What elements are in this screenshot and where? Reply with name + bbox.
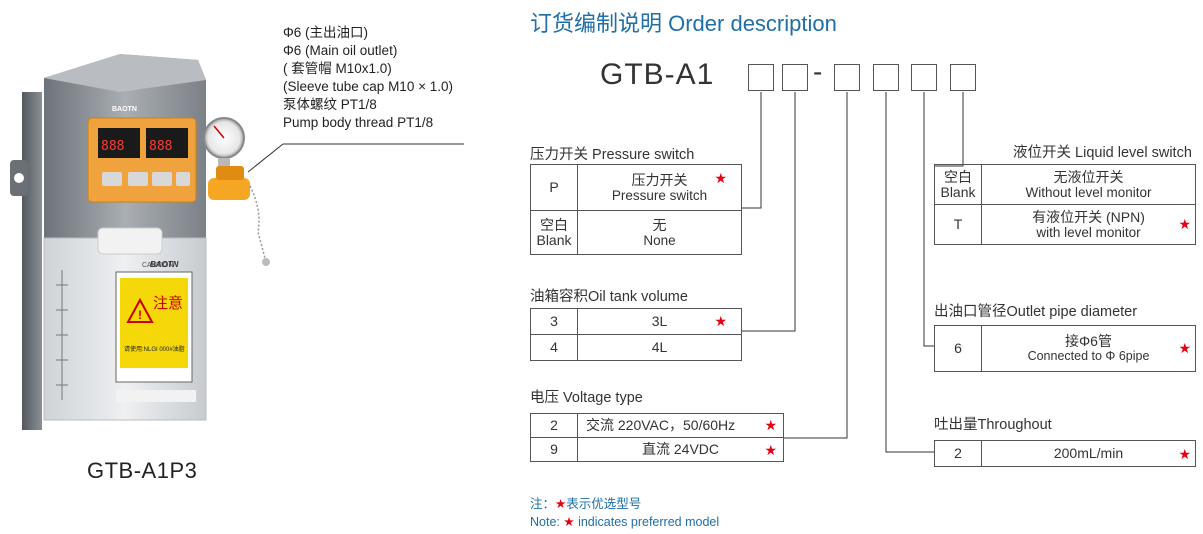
- option-code: 4: [530, 334, 578, 361]
- level-section-title: 液位开关 Liquid level switch: [1013, 145, 1192, 161]
- callout-line-1: Φ6 (主出油口): [283, 25, 369, 40]
- callout-line-5: 泵体螺纹 PT1/8: [283, 97, 377, 112]
- preferred-star: ★: [1178, 216, 1191, 232]
- note-star-icon: ★: [563, 515, 575, 529]
- option-code-cn: 空白: [540, 216, 568, 233]
- note-cn-text: 表示优选型号: [566, 497, 642, 511]
- code-box-level: [950, 64, 976, 91]
- note-cn-prefix: 注：: [530, 497, 556, 511]
- option-value: 200mL/min: [1053, 445, 1124, 461]
- code-dash: -: [813, 56, 823, 87]
- outlet-table: 6 接Φ6管 Connected to Φ 6pipe ★: [934, 325, 1196, 372]
- grease-label: 请使用:NLGI 000#油脂: [124, 347, 185, 353]
- outlet-section-title: 出油口管径Outlet pipe diameter: [934, 304, 1138, 320]
- code-box-tank: [782, 64, 808, 91]
- option-value: 交流 220VAC，50/60Hz: [586, 417, 736, 433]
- callout-line-3: ( 套管帽 M10x1.0): [283, 61, 392, 76]
- level-table: 空白 Blank 无液位开关 Without level monitor T 有…: [934, 164, 1196, 245]
- pressure-table: P 压力开关 Pressure switch ★ 空白 Blank 无 None: [530, 164, 742, 255]
- callout-line-4: (Sleeve tube cap M10 × 1.0): [283, 79, 453, 94]
- option-cn: 无液位开关: [1053, 168, 1124, 185]
- table-row: 6 接Φ6管 Connected to Φ 6pipe ★: [934, 325, 1196, 372]
- option-code: 2: [530, 413, 578, 438]
- option-value: 直流 24VDC: [641, 441, 720, 457]
- tank-section-title: 油箱容积Oil tank volume: [530, 289, 688, 305]
- tank-table: 3 3L ★ 4 4L: [530, 308, 742, 361]
- option-en: None: [643, 232, 676, 248]
- option-cn: 有液位开关 (NPN): [1032, 208, 1145, 225]
- preferred-star: ★: [714, 170, 727, 186]
- note-en-prefix: Note:: [530, 515, 560, 529]
- option-code: P: [530, 164, 578, 211]
- note-en: Note: ★ indicates preferred model: [530, 514, 719, 529]
- table-row: 空白 Blank 无液位开关 Without level monitor: [934, 164, 1196, 205]
- note-star-icon: ★: [555, 497, 567, 511]
- svg-text:BAOTN: BAOTN: [112, 106, 137, 113]
- option-value: 4L: [577, 334, 742, 361]
- option-code: 2: [934, 440, 982, 467]
- table-row: 4 4L: [530, 334, 742, 361]
- option-en: Pressure switch: [611, 187, 708, 203]
- note-en-text: indicates preferred model: [578, 515, 720, 529]
- product-model-label: GTB-A1P3: [87, 458, 198, 483]
- table-row: P 压力开关 Pressure switch ★: [530, 164, 742, 211]
- callout-line-2: Φ6 (Main oil outlet): [283, 43, 398, 58]
- option-code-en: Blank: [536, 231, 572, 248]
- code-box-throughput: [873, 64, 899, 91]
- option-code-cn: 空白: [944, 168, 972, 185]
- option-cn: 无: [652, 216, 667, 233]
- table-row: 2 200mL/min ★: [934, 440, 1196, 467]
- voltage-section-title: 电压 Voltage type: [530, 390, 643, 406]
- option-code: 3: [530, 308, 578, 335]
- model-prefix: GTB-A1: [600, 58, 715, 91]
- option-value: 3L: [651, 313, 668, 329]
- table-row: T 有液位开关 (NPN) with level monitor ★: [934, 204, 1196, 245]
- preferred-star: ★: [764, 417, 777, 433]
- option-en: Connected to Φ 6pipe: [1027, 348, 1150, 363]
- svg-text:!: !: [138, 308, 142, 322]
- caution-text: CAUTION: [142, 262, 174, 269]
- preferred-star: ★: [764, 442, 777, 458]
- table-row: 空白 Blank 无 None: [530, 210, 742, 255]
- code-box-voltage: [834, 64, 860, 91]
- note-cn: 注：★表示优选型号: [530, 493, 641, 512]
- option-code: 6: [934, 325, 982, 372]
- table-row: 3 3L ★: [530, 308, 742, 335]
- table-row: 9 直流 24VDC ★: [530, 437, 784, 462]
- svg-text:888: 888: [149, 139, 172, 154]
- option-code-en: Blank: [940, 183, 976, 200]
- pressure-section-title: 压力开关 Pressure switch: [530, 147, 695, 163]
- pump-illustration: 888 888 BAOTN !: [10, 54, 270, 430]
- table-row: 2 交流 220VAC，50/60Hz ★: [530, 413, 784, 438]
- option-code: T: [934, 204, 982, 245]
- callout-leader: [247, 143, 464, 173]
- product-image: 888 888 BAOTN ! 注意 CAUTION 请使用:NL: [0, 0, 480, 534]
- voltage-table: 2 交流 220VAC，50/60Hz ★ 9 直流 24VDC ★: [530, 413, 784, 462]
- option-code: 9: [530, 437, 578, 462]
- warning-text: 注意: [153, 294, 184, 312]
- throughput-section-title: 吐出量Throughout: [934, 417, 1052, 433]
- preferred-star: ★: [1178, 340, 1191, 356]
- code-box-pressure: [748, 64, 774, 91]
- throughput-table: 2 200mL/min ★: [934, 440, 1196, 467]
- code-box-outlet: [911, 64, 937, 91]
- callout-line-6: Pump body thread PT1/8: [283, 115, 434, 130]
- option-cn: 接Φ6管: [1065, 332, 1112, 349]
- preferred-star: ★: [714, 313, 727, 329]
- option-cn: 压力开关: [631, 171, 688, 188]
- preferred-star: ★: [1178, 446, 1191, 462]
- option-en: Without level monitor: [1025, 184, 1152, 200]
- brand-logo: BAOTN: [150, 260, 179, 269]
- svg-text:888: 888: [101, 139, 124, 154]
- option-en: with level monitor: [1036, 224, 1141, 240]
- order-title: 订货编制说明 Order description: [530, 11, 837, 36]
